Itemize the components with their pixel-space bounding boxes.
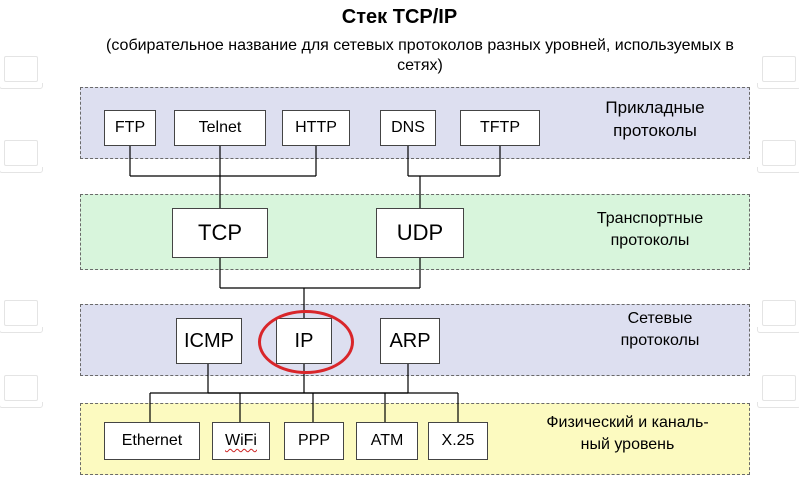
application-layer-label-line2: протоколы — [613, 121, 697, 140]
ip-highlight-ellipse — [258, 310, 354, 374]
physical-layer-label-line1: Физический и каналь- — [546, 414, 709, 431]
protocol-box-tftp: TFTP — [460, 110, 540, 146]
background-computer-icon — [0, 375, 43, 408]
network-layer-label-line1: Сетевые — [627, 310, 693, 327]
diagram-title: Стек TCP/IP — [341, 6, 458, 28]
protocol-box-x25: X.25 — [428, 422, 488, 460]
background-computer-icon — [757, 300, 799, 333]
diagram-subtitle: (собирательное название для сетевых прот… — [106, 37, 734, 74]
physical-layer-label-line2: ный уровень — [580, 436, 675, 453]
physical-layer-label: Физический и каналь- ный уровень — [510, 412, 745, 456]
application-layer-label-line1: Прикладные — [605, 98, 705, 117]
protocol-box-http: HTTP — [282, 110, 350, 146]
protocol-box-wifi: WiFi — [212, 422, 270, 460]
protocol-box-udp: UDP — [376, 208, 464, 258]
protocol-box-ethernet: Ethernet — [104, 422, 200, 460]
background-computer-icon — [757, 56, 799, 89]
network-layer-label: Сетевые протоколы — [575, 308, 745, 352]
transport-layer-label-line2: протоколы — [610, 232, 690, 249]
background-computer-icon — [757, 375, 799, 408]
protocol-box-dns: DNS — [380, 110, 436, 146]
background-computer-icon — [0, 56, 43, 89]
protocol-box-ppp: PPP — [284, 422, 344, 460]
network-layer-label-line2: протоколы — [620, 332, 700, 349]
protocol-box-wifi-label: WiFi — [225, 432, 257, 449]
background-computer-icon — [757, 140, 799, 173]
transport-layer-label: Транспортные протоколы — [555, 208, 745, 252]
protocol-box-atm: ATM — [356, 422, 418, 460]
protocol-box-icmp: ICMP — [176, 318, 242, 364]
background-computer-icon — [0, 300, 43, 333]
protocol-box-telnet: Telnet — [174, 110, 266, 146]
protocol-box-tcp: TCP — [172, 208, 268, 258]
application-layer-label: Прикладные протоколы — [560, 96, 750, 142]
protocol-box-arp: ARP — [380, 318, 440, 364]
transport-layer-label-line1: Транспортные — [596, 210, 704, 227]
protocol-box-ftp: FTP — [104, 110, 156, 146]
background-computer-icon — [0, 140, 43, 173]
